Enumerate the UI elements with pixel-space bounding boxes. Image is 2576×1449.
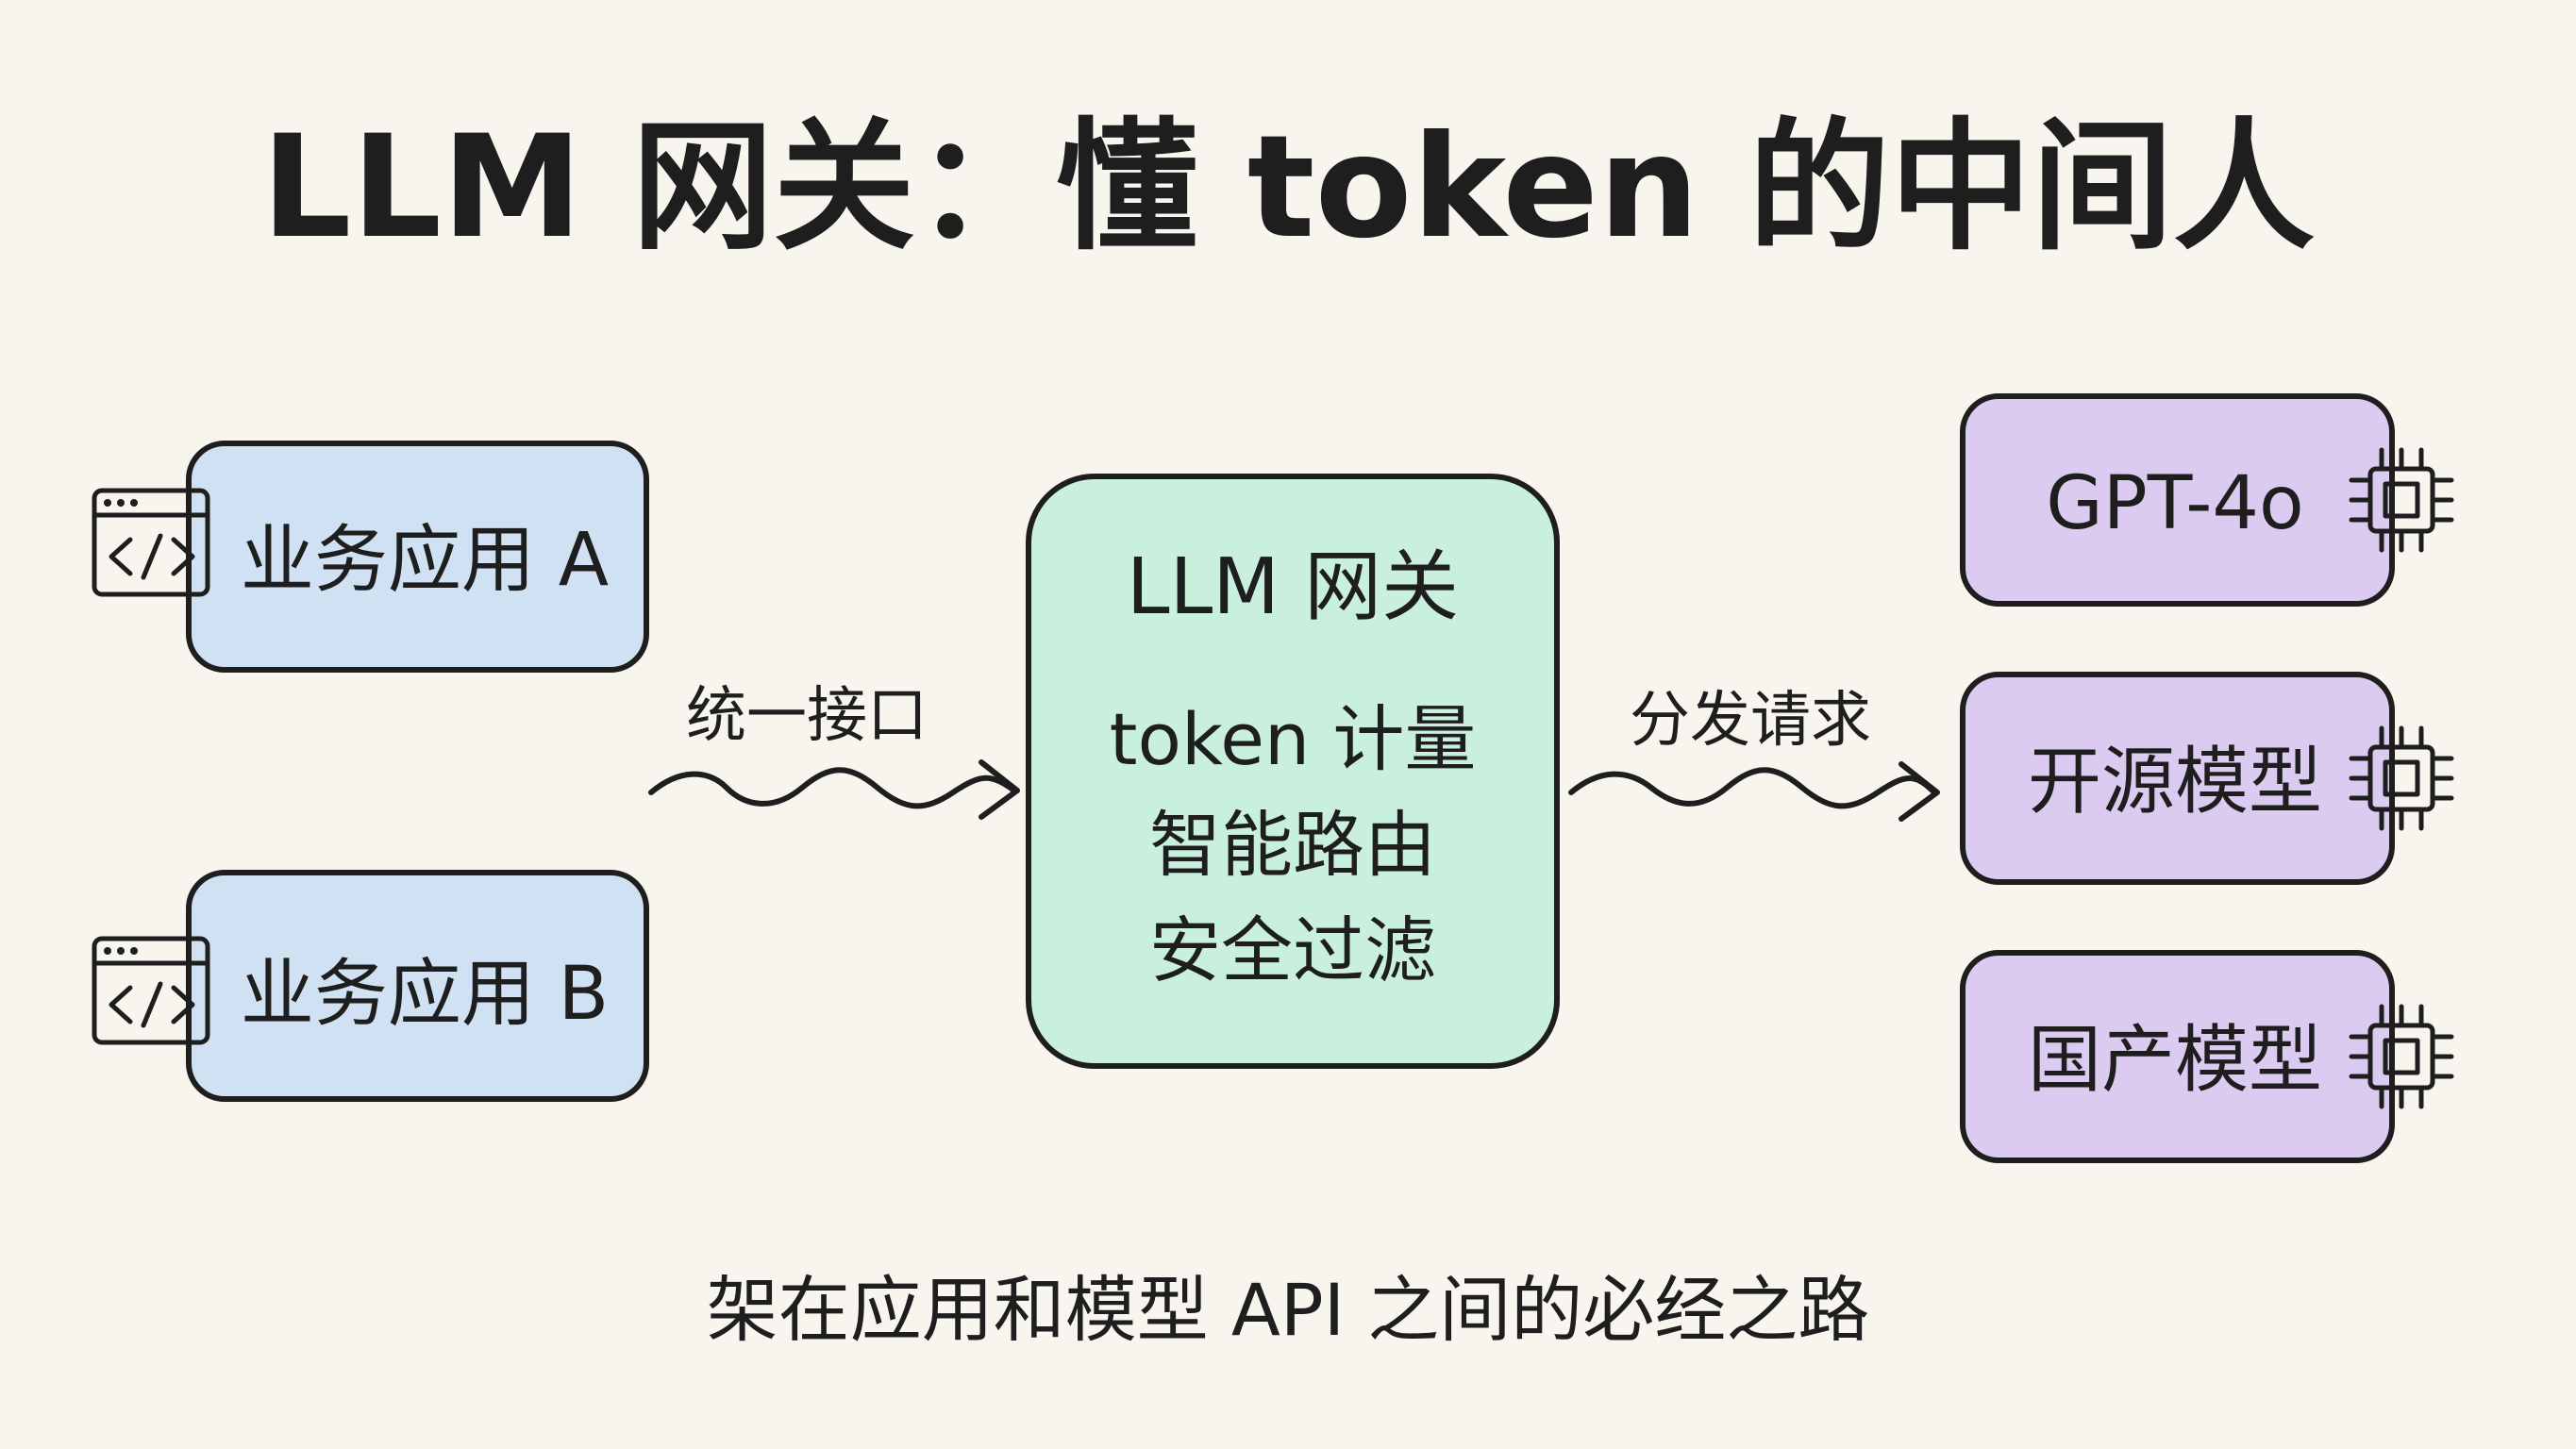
code-window-icon xyxy=(92,488,210,597)
diagram-caption: 架在应用和模型 API 之间的必经之路 xyxy=(707,1268,1870,1352)
gateway-title: LLM 网关 xyxy=(1127,542,1459,632)
gateway-node: LLM 网关 token 计量 智能路由 安全过滤 xyxy=(1026,474,1560,1069)
edge-label-outbound: 分发请求 xyxy=(1630,686,1871,756)
edge-outbound: 分发请求 xyxy=(1568,686,1940,822)
app-node-b: 业务应用 B xyxy=(92,870,649,1102)
gateway-feature-1: token 计量 xyxy=(1110,697,1477,781)
chip-icon xyxy=(2349,1004,2454,1109)
model-node-open-source: 开源模型 xyxy=(1960,672,2454,885)
code-window-icon xyxy=(92,936,210,1045)
app-node-a: 业务应用 A xyxy=(92,441,649,673)
chip-icon xyxy=(2349,447,2454,553)
app-label-b: 业务应用 B xyxy=(241,952,609,1037)
edge-inbound: 统一接口 xyxy=(648,681,1020,820)
app-label-a: 业务应用 A xyxy=(241,518,609,603)
edge-arrow-inbound xyxy=(648,767,1017,809)
gateway-feature-3: 安全过滤 xyxy=(1149,908,1436,992)
edge-arrow-outbound xyxy=(1568,767,1937,809)
diagram-title: LLM 网关：懂 token 的中间人 xyxy=(261,106,2315,270)
model-label-1: GPT-4o xyxy=(2046,461,2303,546)
model-label-3: 国产模型 xyxy=(2028,1018,2322,1103)
edge-label-inbound: 统一接口 xyxy=(686,681,928,751)
model-node-domestic: 国产模型 xyxy=(1960,950,2454,1163)
chip-icon xyxy=(2349,725,2454,831)
gateway-feature-2: 智能路由 xyxy=(1149,803,1436,887)
model-label-2: 开源模型 xyxy=(2028,740,2322,824)
model-node-gpt4o: GPT-4o xyxy=(1960,393,2454,607)
